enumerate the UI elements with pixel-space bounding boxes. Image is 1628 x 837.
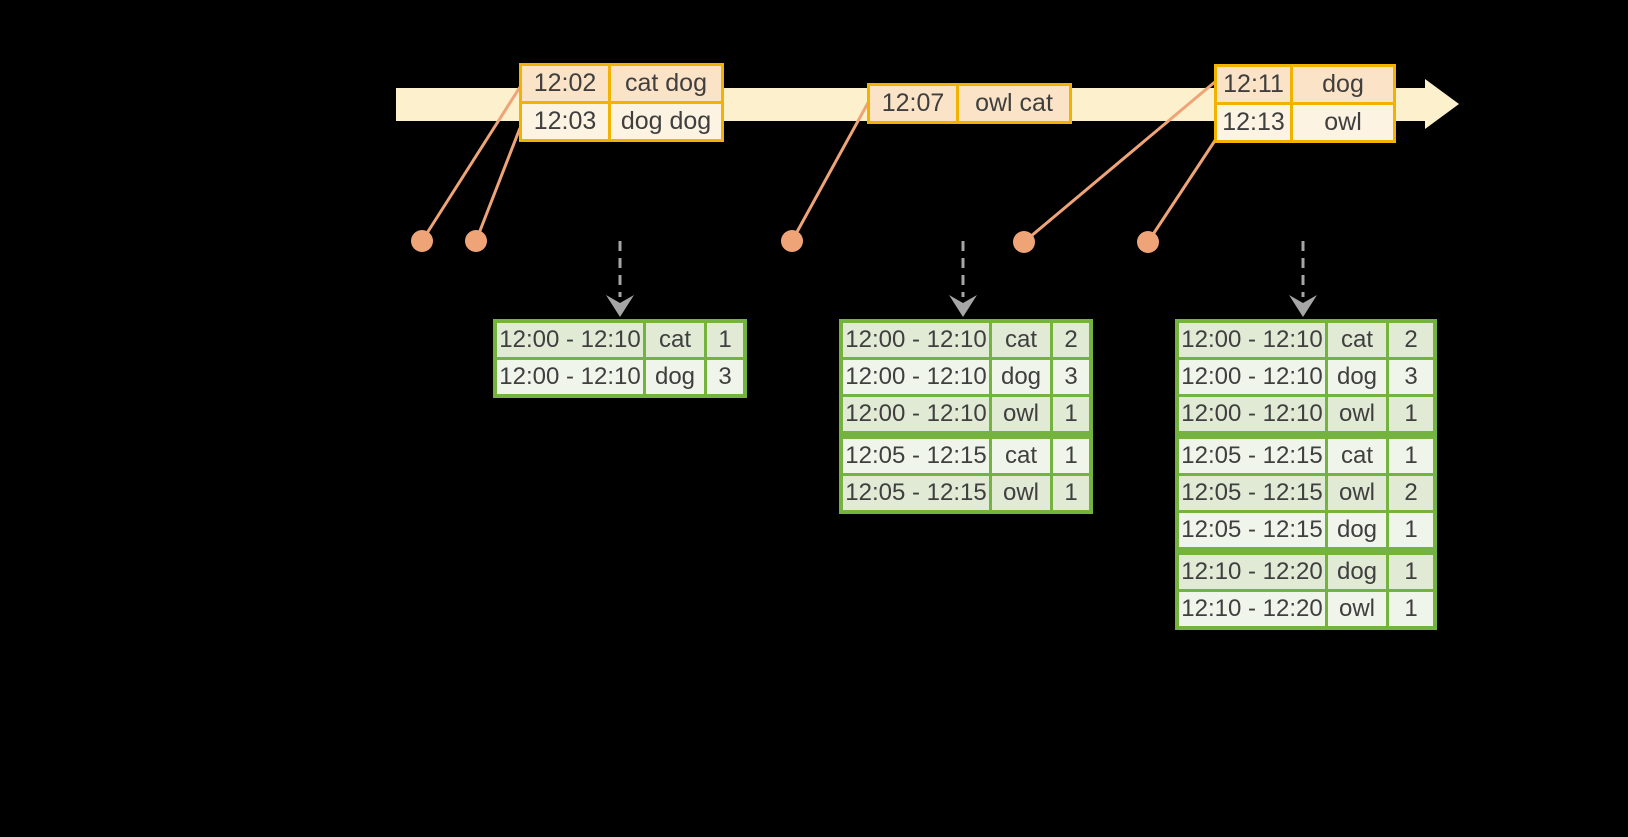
word-cell: owl <box>989 473 1053 514</box>
window-cell: 12:00 - 12:10 <box>1175 319 1328 360</box>
window-cell: 12:00 - 12:10 <box>493 319 646 360</box>
word-cell: dog <box>1325 510 1389 553</box>
count-cell: 1 <box>704 319 747 360</box>
event-time-cell: 12:11 <box>1214 64 1293 105</box>
event-words-cell: dog <box>1290 64 1396 105</box>
event-time-cell: 12:13 <box>1214 102 1293 143</box>
event-words-cell: owl <box>1290 102 1396 143</box>
event-dot <box>465 230 487 252</box>
word-cell: cat <box>1325 431 1389 476</box>
window-cell: 12:05 - 12:15 <box>1175 473 1328 513</box>
event-dot <box>411 230 433 252</box>
word-cell: owl <box>1325 394 1389 437</box>
window-cell: 12:05 - 12:15 <box>1175 510 1328 553</box>
window-cell: 12:00 - 12:10 <box>1175 394 1328 437</box>
window-cell: 12:00 - 12:10 <box>839 319 992 360</box>
word-cell: dog <box>989 357 1053 397</box>
word-cell: dog <box>1325 357 1389 397</box>
count-cell: 1 <box>1386 431 1437 476</box>
event-words-cell: owl cat <box>956 83 1072 124</box>
trigger-arrowhead-icon <box>1289 295 1317 317</box>
count-cell: 1 <box>1050 431 1093 476</box>
count-cell: 3 <box>704 357 747 398</box>
word-cell: owl <box>1325 589 1389 630</box>
timeline-arrowhead-icon <box>1425 79 1459 129</box>
event-time-cell: 12:03 <box>519 101 611 142</box>
window-cell: 12:05 - 12:15 <box>1175 431 1328 476</box>
trigger-arrowhead-icon <box>949 295 977 317</box>
count-cell: 1 <box>1386 510 1437 553</box>
window-cell: 12:00 - 12:10 <box>839 394 992 437</box>
count-cell: 1 <box>1386 589 1437 630</box>
trigger-arrowhead-icon <box>606 295 634 317</box>
event-dot <box>1137 231 1159 253</box>
event-words-cell: cat dog <box>608 63 724 104</box>
count-cell: 1 <box>1050 394 1093 437</box>
word-cell: dog <box>1325 547 1389 592</box>
word-cell: cat <box>1325 319 1389 360</box>
event-dot <box>781 230 803 252</box>
count-cell: 1 <box>1050 473 1093 514</box>
count-cell: 2 <box>1050 319 1093 360</box>
window-cell: 12:00 - 12:10 <box>839 357 992 397</box>
window-cell: 12:10 - 12:20 <box>1175 547 1328 592</box>
event-words-cell: dog dog <box>608 101 724 142</box>
count-cell: 2 <box>1386 319 1437 360</box>
event-time-cell: 12:02 <box>519 63 611 104</box>
word-cell: owl <box>1325 473 1389 513</box>
word-cell: cat <box>989 319 1053 360</box>
event-time-cell: 12:07 <box>867 83 959 124</box>
window-cell: 12:05 - 12:15 <box>839 473 992 514</box>
word-cell: cat <box>643 319 707 360</box>
window-cell: 12:00 - 12:10 <box>1175 357 1328 397</box>
event-dot <box>1013 231 1035 253</box>
count-cell: 1 <box>1386 547 1437 592</box>
window-cell: 12:10 - 12:20 <box>1175 589 1328 630</box>
event-connector-line <box>420 86 522 242</box>
event-connector-line <box>790 100 871 242</box>
count-cell: 3 <box>1386 357 1437 397</box>
count-cell: 3 <box>1050 357 1093 397</box>
event-connector-line <box>1146 138 1218 243</box>
word-cell: cat <box>989 431 1053 476</box>
window-cell: 12:00 - 12:10 <box>493 357 646 398</box>
window-cell: 12:05 - 12:15 <box>839 431 992 476</box>
count-cell: 1 <box>1386 394 1437 437</box>
word-cell: owl <box>989 394 1053 437</box>
event-connector-line <box>474 127 522 242</box>
word-cell: dog <box>643 357 707 398</box>
count-cell: 2 <box>1386 473 1437 513</box>
